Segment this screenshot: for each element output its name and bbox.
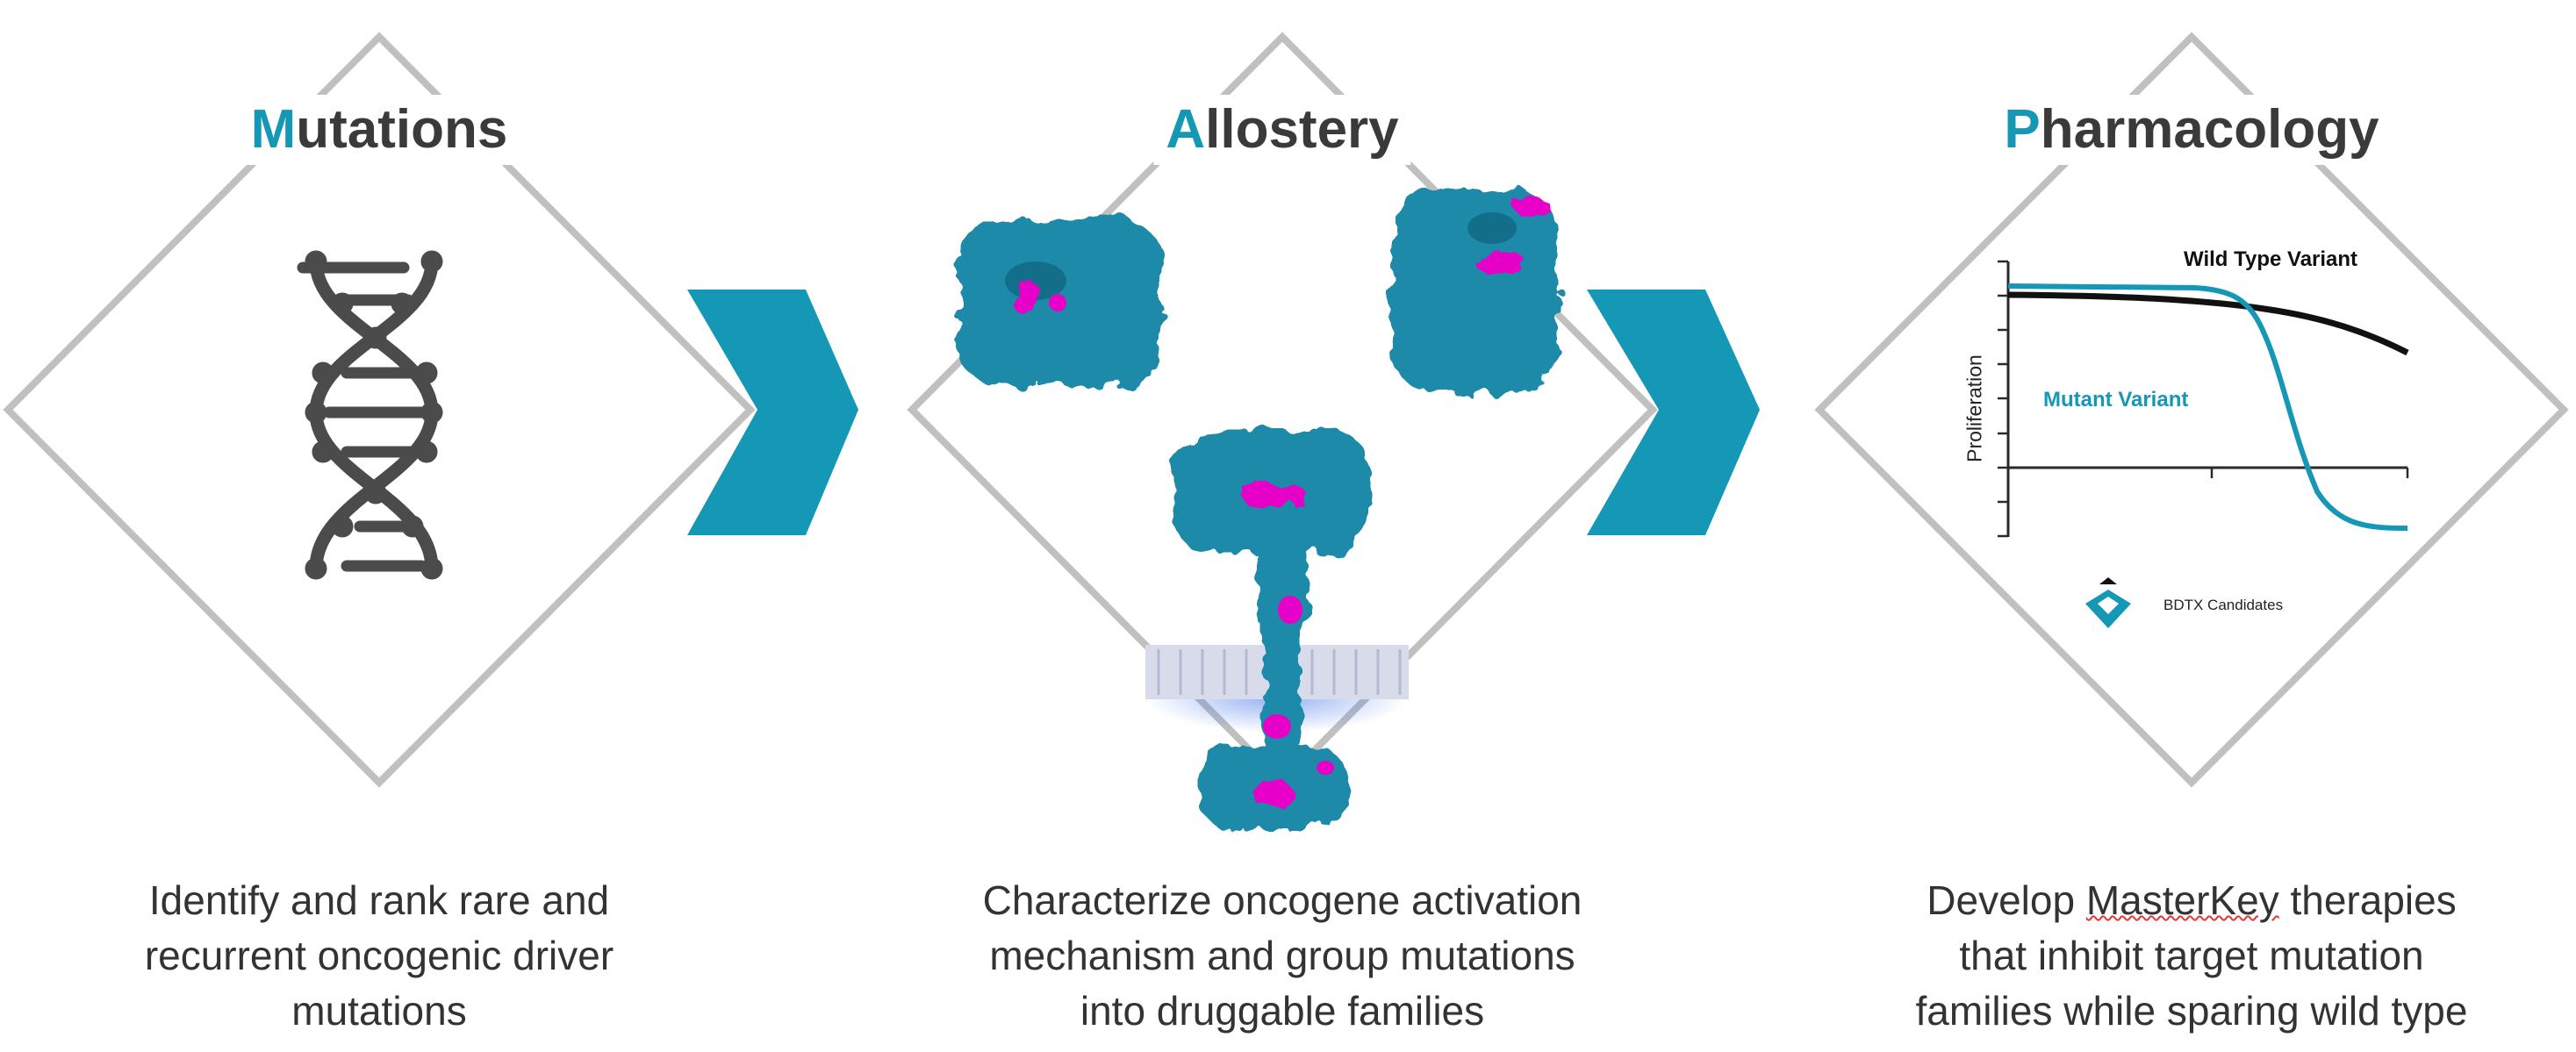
- dna-icon: [297, 250, 443, 580]
- chart-logo-label: BDTX Candidates: [2163, 597, 2284, 613]
- protein-structure-icon: [1391, 189, 1558, 395]
- protein-structure-icon: [957, 219, 1163, 386]
- caption-line: recurrent oncogenic driver: [144, 933, 614, 978]
- panel-title-pharmacology: Pharmacology: [1991, 95, 2392, 165]
- caption-line: that inhibit target mutation: [1959, 933, 2424, 978]
- chevron-right-icon: [687, 290, 858, 535]
- caption-line: Develop MasterKey therapies: [1797, 873, 2576, 928]
- caption-line: families while sparing wild type: [1915, 988, 2468, 1034]
- caption-pharmacology: Develop MasterKey therapies that inhibit…: [1797, 873, 2576, 1039]
- caption-text: Develop: [1927, 877, 2086, 923]
- chart-y-axis-label: Proliferation: [1962, 354, 1986, 462]
- title-rest: utations: [296, 99, 508, 160]
- bdtx-logo-icon: [2085, 577, 2131, 628]
- title-initial: P: [2004, 99, 2041, 160]
- mutant-curve: [2007, 283, 2408, 531]
- x-ticks: [2210, 468, 2409, 478]
- caption-text: therapies: [2278, 877, 2457, 923]
- brand-name: MasterKey: [2085, 877, 2279, 923]
- caption-line: Characterize oncogene activation: [982, 877, 1582, 923]
- membrane-receptor-icon: [1145, 430, 1409, 829]
- panel-title-mutations: Mutations: [238, 95, 520, 165]
- caption-line: Identify and rank rare and: [148, 877, 610, 923]
- caption-allostery: Characterize oncogene activation mechani…: [887, 873, 1677, 1039]
- wild-type-curve: [2007, 291, 2409, 356]
- panel-frame-mutations: [3, 32, 756, 788]
- title-initial: M: [250, 99, 297, 160]
- chart-mutant-label: Mutant Variant: [2043, 388, 2189, 411]
- y-ticks: [1998, 260, 2008, 538]
- title-rest: llostery: [1205, 99, 1399, 160]
- title-rest: harmacology: [2040, 99, 2379, 160]
- caption-line: into druggable families: [1080, 988, 1485, 1034]
- caption-line: mutations: [291, 988, 467, 1034]
- panel-frame-pharmacology: [1814, 32, 2569, 788]
- title-initial: A: [1166, 99, 1206, 160]
- chart-wild-type-label: Wild Type Variant: [2184, 247, 2358, 271]
- chart: [1998, 260, 2409, 628]
- panel-title-allostery: Allostery: [1153, 95, 1411, 165]
- caption-mutations: Identify and rank rare and recurrent onc…: [0, 873, 774, 1039]
- chevron-right-icon: [1587, 290, 1760, 535]
- caption-line: mechanism and group mutations: [989, 933, 1575, 978]
